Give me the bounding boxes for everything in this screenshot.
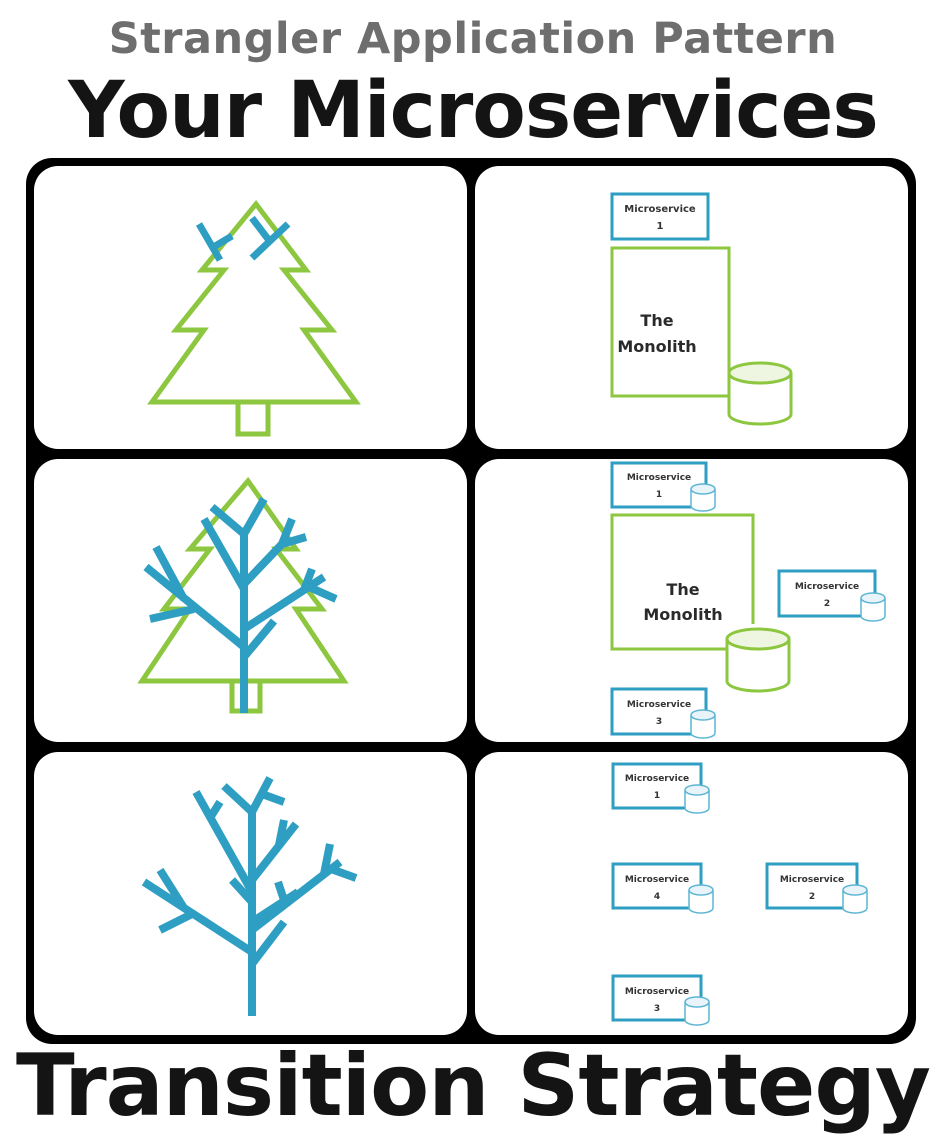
microservice-label: Microservice: [795, 582, 859, 592]
microservice-box-4: Microservice 4: [611, 862, 714, 914]
microservice-box-1: Microservice 1: [611, 762, 710, 814]
microservice-number: 4: [654, 892, 660, 902]
panel-tree-transition: [34, 459, 467, 742]
monolith-label-line2: Monolith: [643, 605, 722, 624]
monolith-box: The Monolith: [610, 513, 755, 651]
pine-tree-icon: [147, 199, 361, 437]
database-icon: [690, 483, 716, 512]
microservice-label: Microservice: [625, 987, 689, 997]
microservice-number: 3: [656, 717, 662, 727]
microservice-number: 1: [654, 791, 660, 801]
panel-arch-transition: Microservice 1 The Monolith Microservice…: [475, 459, 908, 742]
database-icon: [727, 361, 793, 426]
monolith-label-line1: The: [666, 580, 699, 599]
database-icon: [684, 784, 710, 814]
microservice-box-3: Microservice 3: [611, 974, 710, 1026]
microservice-label: Microservice: [625, 774, 689, 784]
page-title: Your Microservices: [68, 66, 879, 156]
microservice-number: 1: [657, 221, 664, 232]
database-icon: [842, 884, 868, 914]
branching-tree-icon: [141, 776, 358, 1016]
microservice-box-3: Microservice 3: [610, 687, 716, 739]
microservice-label: Microservice: [624, 204, 696, 215]
monolith-label-line1: The: [640, 311, 673, 330]
database-icon: [690, 709, 716, 739]
microservice-box-2: Microservice 2: [777, 569, 886, 622]
microservice-number: 3: [654, 1004, 660, 1014]
microservice-number: 2: [809, 892, 815, 902]
monolith-box: The Monolith: [610, 246, 731, 398]
microservice-box-2: Microservice 2: [765, 862, 868, 914]
subtitle: Strangler Application Pattern: [108, 14, 838, 64]
microservice-label: Microservice: [627, 700, 691, 710]
database-icon: [688, 884, 714, 914]
microservice-label: Microservice: [780, 875, 844, 885]
panel-arch-monolith: Microservice 1 The Monolith: [475, 166, 908, 449]
footer-title: Transition Strategy: [16, 1036, 931, 1136]
database-icon: [725, 627, 791, 693]
database-icon: [684, 996, 710, 1026]
microservice-label: Microservice: [627, 473, 691, 483]
microservice-box-1: Microservice 1: [610, 461, 716, 512]
microservice-box-1: Microservice 1: [610, 192, 710, 241]
early-branches-icon: [195, 215, 291, 262]
pine-tree-outline: [147, 199, 361, 405]
microservice-number: 2: [824, 599, 830, 609]
monolith-label-line2: Monolith: [617, 337, 696, 356]
pine-tree-trunk: [235, 399, 271, 437]
microservice-number: 1: [656, 490, 662, 500]
diagram-frame: Microservice 1 The Monolith: [26, 158, 916, 1044]
panel-arch-microservices: Microservice 1 Microservice 4 Microservi…: [475, 752, 908, 1035]
panel-tree-monolith: [34, 166, 467, 449]
transition-tree-icon: [137, 476, 349, 714]
panel-tree-microservices: [34, 752, 467, 1035]
database-icon: [860, 592, 886, 622]
branching-tree-icon: [143, 497, 338, 713]
microservice-label: Microservice: [625, 875, 689, 885]
